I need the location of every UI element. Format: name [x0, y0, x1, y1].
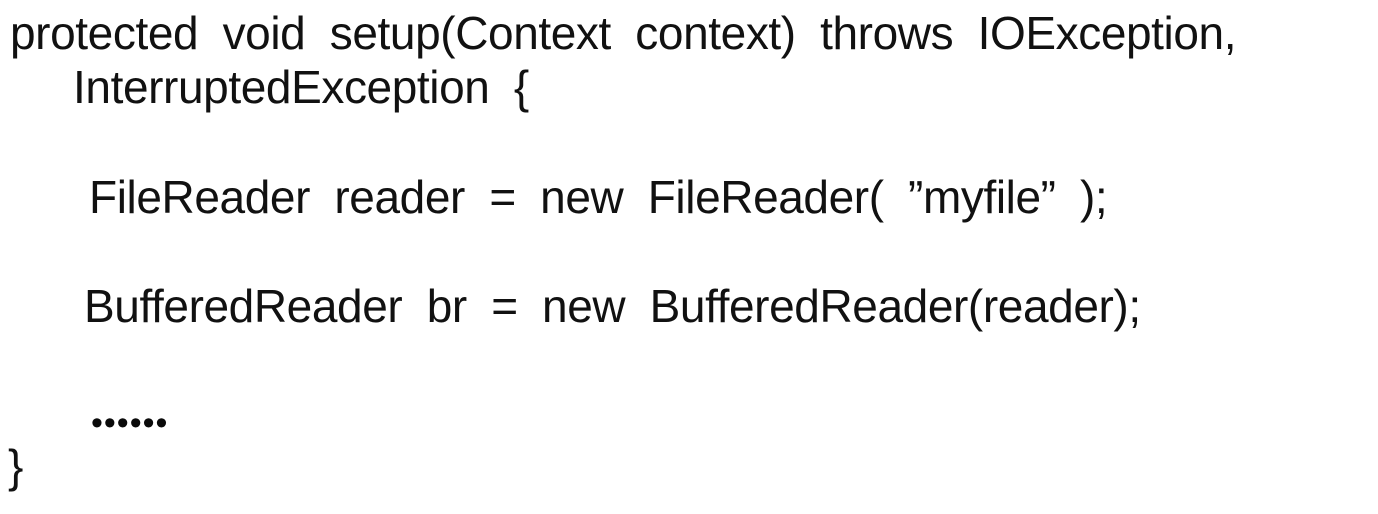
code-line-throws-continuation: InterruptedException {: [73, 61, 529, 113]
code-line-bufferedreader-declaration: BufferedReader br = new BufferedReader(r…: [84, 280, 1141, 332]
code-line-method-signature: protected void setup(Context context) th…: [10, 7, 1237, 59]
code-line-ellipsis-dots: ••••••: [91, 404, 169, 442]
code-line-closing-brace: }: [8, 440, 23, 492]
code-line-filereader-declaration: FileReader reader = new FileReader( ”myf…: [89, 171, 1108, 223]
